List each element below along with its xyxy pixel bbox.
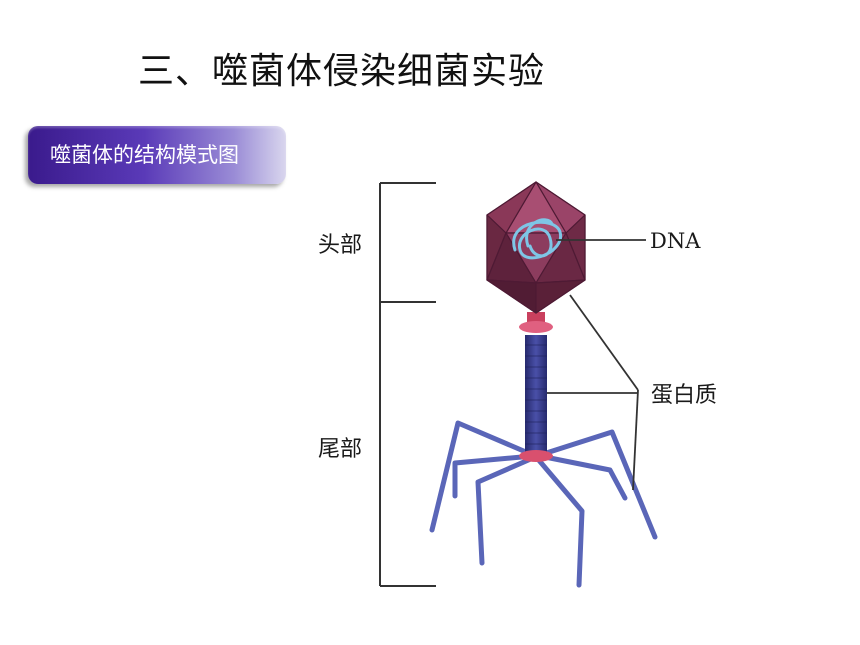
tail-label: 尾部 — [318, 437, 362, 462]
slide-title: 三、噬菌体侵染细菌实验 — [138, 51, 546, 92]
collar — [519, 312, 553, 333]
tail-fibers — [429, 420, 658, 588]
dna-coil — [512, 218, 562, 260]
head-capsid — [486, 181, 586, 314]
tail-bracket — [379, 302, 436, 587]
dna-label: DNA — [650, 229, 701, 253]
tail-sheath — [525, 335, 547, 455]
leader-lines — [547, 239, 646, 491]
base-plate — [519, 450, 553, 462]
protein-label: 蛋白质 — [651, 383, 717, 408]
section-label-banner: 噬菌体的结构模式图 — [28, 126, 286, 184]
head-bracket — [379, 182, 436, 303]
head-label: 头部 — [318, 233, 362, 258]
